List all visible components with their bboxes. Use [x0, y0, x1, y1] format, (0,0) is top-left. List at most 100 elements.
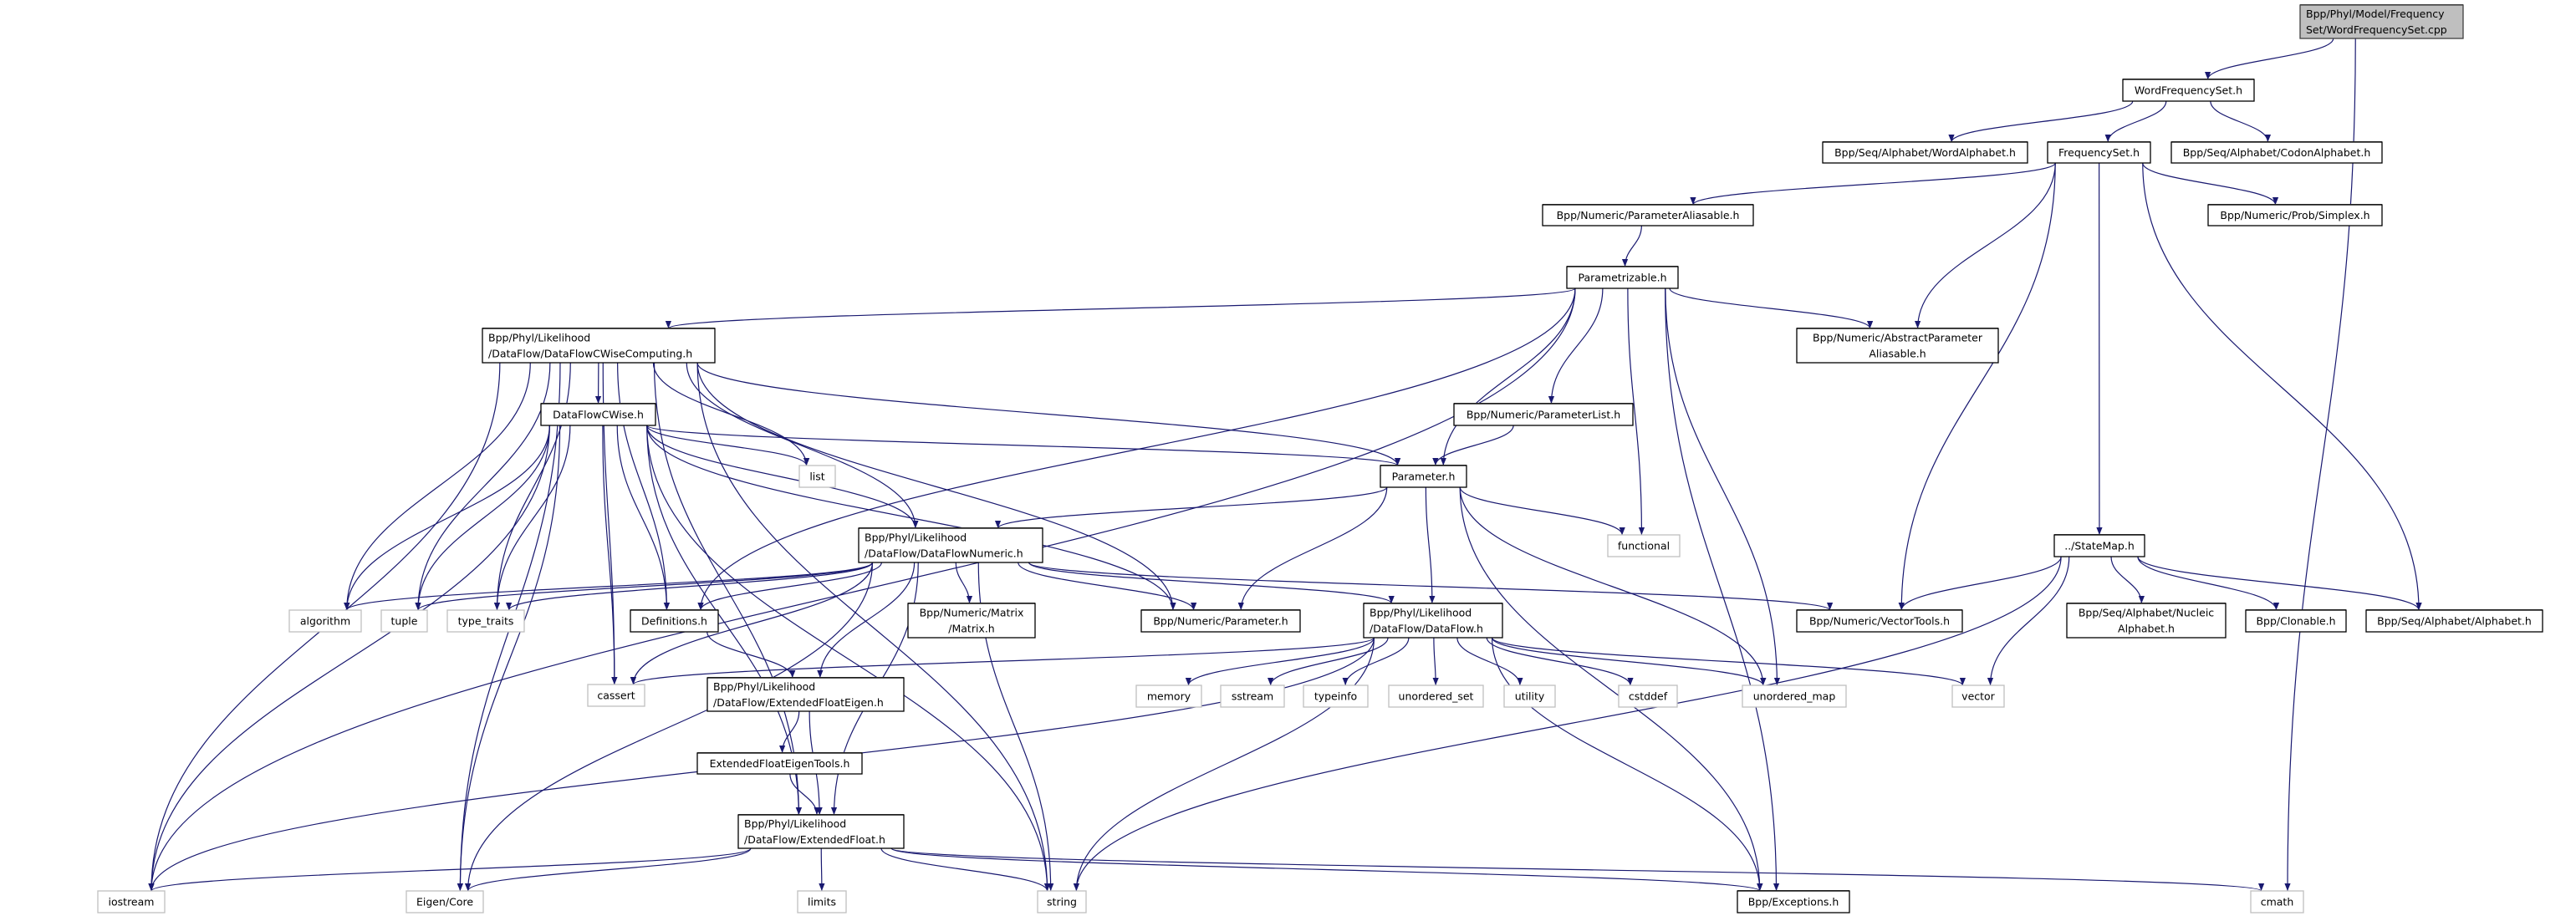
edge-dataflow-to-cstddef [1486, 637, 1634, 686]
node-box [2245, 609, 2347, 633]
node-iostream[interactable]: iostream [97, 890, 166, 913]
node-label: sstream [1232, 690, 1273, 703]
node-memory[interactable]: memory [1135, 684, 1202, 708]
node-dfcwc[interactable]: Bpp/Phyl/Likelihood/DataFlow/DataFlowCWi… [482, 328, 716, 364]
node-numparam[interactable]: Bpp/Numeric/Parameter.h [1140, 609, 1301, 633]
node-type_traits[interactable]: type_traits [446, 609, 525, 633]
node-codon[interactable]: Bpp/Seq/Alphabet/CodonAlphabet.h [2170, 141, 2383, 164]
node-label: Bpp/Phyl/Likelihood [488, 332, 590, 344]
edge-extfloat-to-eigencore [465, 847, 752, 892]
edge-statemap-to-clonable [2137, 556, 2280, 611]
node-box [540, 403, 656, 426]
node-cassert[interactable]: cassert [587, 684, 645, 707]
node-statemap[interactable]: ../StateMap.h [2053, 534, 2145, 557]
node-clonable[interactable]: Bpp/Clonable.h [2245, 609, 2347, 633]
edge-dataflow-to-exceptions [1491, 637, 1763, 892]
node-label: /DataFlow/DataFlowCWiseComputing.h [488, 348, 692, 360]
node-list[interactable]: list [798, 465, 836, 488]
node-label: /DataFlow/ExtendedFloat.h [744, 833, 885, 846]
edge-extfloat-to-iostream [148, 847, 752, 892]
node-cmath[interactable]: cmath [2250, 890, 2304, 913]
edge-parameter-to-unordered_map [1459, 486, 1767, 686]
edge-wfs-to-fs [2104, 100, 2167, 143]
edge-dataflow-to-sstream [1268, 637, 1389, 686]
node-box [696, 752, 863, 775]
node-label: Bpp/Numeric/Parameter.h [1153, 615, 1288, 628]
node-tuple[interactable]: tuple [380, 609, 428, 633]
node-parametrizable[interactable]: Parametrizable.h [1566, 266, 1679, 289]
node-box [1220, 684, 1285, 708]
node-eigencore[interactable]: Eigen/Core [406, 890, 484, 913]
edge-dfcwc-to-extfloat [653, 362, 802, 816]
edge-dataflow-to-string [1073, 637, 1375, 892]
node-label: Set/WordFrequencySet.cpp [2306, 23, 2447, 36]
node-dfnum[interactable]: Bpp/Phyl/Likelihood/DataFlow/DataFlowNum… [858, 527, 1043, 563]
node-label: /Matrix.h [948, 623, 994, 635]
node-label: ExtendedFloatEigenTools.h [710, 757, 850, 770]
edge-dataflow-to-memory [1185, 637, 1375, 686]
node-box [1503, 684, 1556, 708]
node-label: Bpp/Exceptions.h [1748, 896, 1839, 908]
edge-efeigentools-to-extfloat [789, 773, 820, 816]
node-paramlist[interactable]: Bpp/Numeric/ParameterList.h [1453, 403, 1634, 426]
node-definitions[interactable]: Definitions.h [630, 609, 719, 633]
node-box [1542, 204, 1754, 226]
node-simplex[interactable]: Bpp/Numeric/Prob/Simplex.h [2207, 204, 2383, 226]
node-vectortools[interactable]: Bpp/Numeric/VectorTools.h [1796, 609, 1963, 633]
node-unordered_map[interactable]: unordered_map [1742, 684, 1847, 708]
node-wordalpha[interactable]: Bpp/Seq/Alphabet/WordAlphabet.h [1822, 141, 2028, 164]
edge-parametrizable-to-dfcwc [666, 288, 1576, 329]
node-cpp[interactable]: Bpp/Phyl/Model/FrequencySet/WordFrequenc… [2299, 4, 2464, 39]
node-utility[interactable]: utility [1503, 684, 1556, 708]
edge-parametrizable-to-exceptions [1665, 288, 1780, 892]
node-paramalias[interactable]: Bpp/Numeric/ParameterAliasable.h [1542, 204, 1754, 226]
edge-statemap-to-nucleic [2110, 556, 2145, 604]
edge-dfcw-to-string [646, 425, 1051, 892]
node-label: utility [1515, 690, 1545, 703]
node-wfs[interactable]: WordFrequencySet.h [2122, 79, 2255, 102]
node-efeigentools[interactable]: ExtendedFloatEigenTools.h [696, 752, 863, 775]
node-label: limits [808, 896, 836, 908]
nodes-layer: Bpp/Phyl/Model/FrequencySet/WordFrequenc… [97, 4, 2543, 913]
node-dataflow[interactable]: Bpp/Phyl/Likelihood/DataFlow/DataFlow.h [1363, 603, 1503, 639]
node-box [97, 890, 166, 913]
node-sstream[interactable]: sstream [1220, 684, 1285, 708]
node-label: Bpp/Numeric/ParameterList.h [1467, 409, 1620, 421]
node-exceptions[interactable]: Bpp/Exceptions.h [1737, 890, 1850, 913]
node-typeinfo[interactable]: typeinfo [1303, 684, 1369, 708]
node-box [1951, 684, 2005, 708]
node-label: unordered_set [1399, 690, 1474, 703]
node-limits[interactable]: limits [797, 890, 847, 913]
node-box [1796, 609, 1963, 633]
node-string[interactable]: string [1037, 890, 1087, 913]
node-label: Bpp/Phyl/Likelihood [744, 817, 846, 830]
node-efeigen[interactable]: Bpp/Phyl/Likelihood/DataFlow/ExtendedFlo… [706, 677, 905, 712]
node-label: functional [1618, 540, 1670, 552]
node-alphabet[interactable]: Bpp/Seq/Alphabet/Alphabet.h [2365, 609, 2543, 633]
node-box [406, 890, 484, 913]
node-box [858, 527, 1043, 563]
node-vector[interactable]: vector [1951, 684, 2005, 708]
node-parameter[interactable]: Parameter.h [1380, 465, 1467, 488]
node-fs[interactable]: FrequencySet.h [2047, 141, 2151, 164]
node-extfloat[interactable]: Bpp/Phyl/Likelihood/DataFlow/ExtendedFlo… [737, 814, 905, 849]
edge-dataflow-to-cassert [630, 637, 1375, 685]
edge-fs-to-abstractpa [1915, 162, 2056, 329]
node-dfcw[interactable]: DataFlowCWise.h [540, 403, 656, 426]
edge-parameter-to-numparam [1237, 486, 1388, 611]
node-label: Bpp/Phyl/Likelihood [713, 680, 815, 693]
node-cstddef[interactable]: cstddef [1618, 684, 1678, 708]
edge-dfcwc-to-type_traits [493, 362, 571, 611]
edge-dfnum-to-tuple [415, 562, 874, 611]
node-unordered_set[interactable]: unordered_set [1388, 684, 1484, 708]
edge-fs-to-paramalias [1690, 162, 2056, 206]
node-box [907, 603, 1036, 639]
node-box [1796, 328, 1999, 364]
node-label: DataFlowCWise.h [553, 409, 644, 421]
node-algorithm[interactable]: algorithm [288, 609, 362, 633]
node-label: ../StateMap.h [2064, 540, 2135, 552]
node-matrix[interactable]: Bpp/Numeric/Matrix/Matrix.h [907, 603, 1036, 639]
node-functional[interactable]: functional [1607, 534, 1681, 557]
